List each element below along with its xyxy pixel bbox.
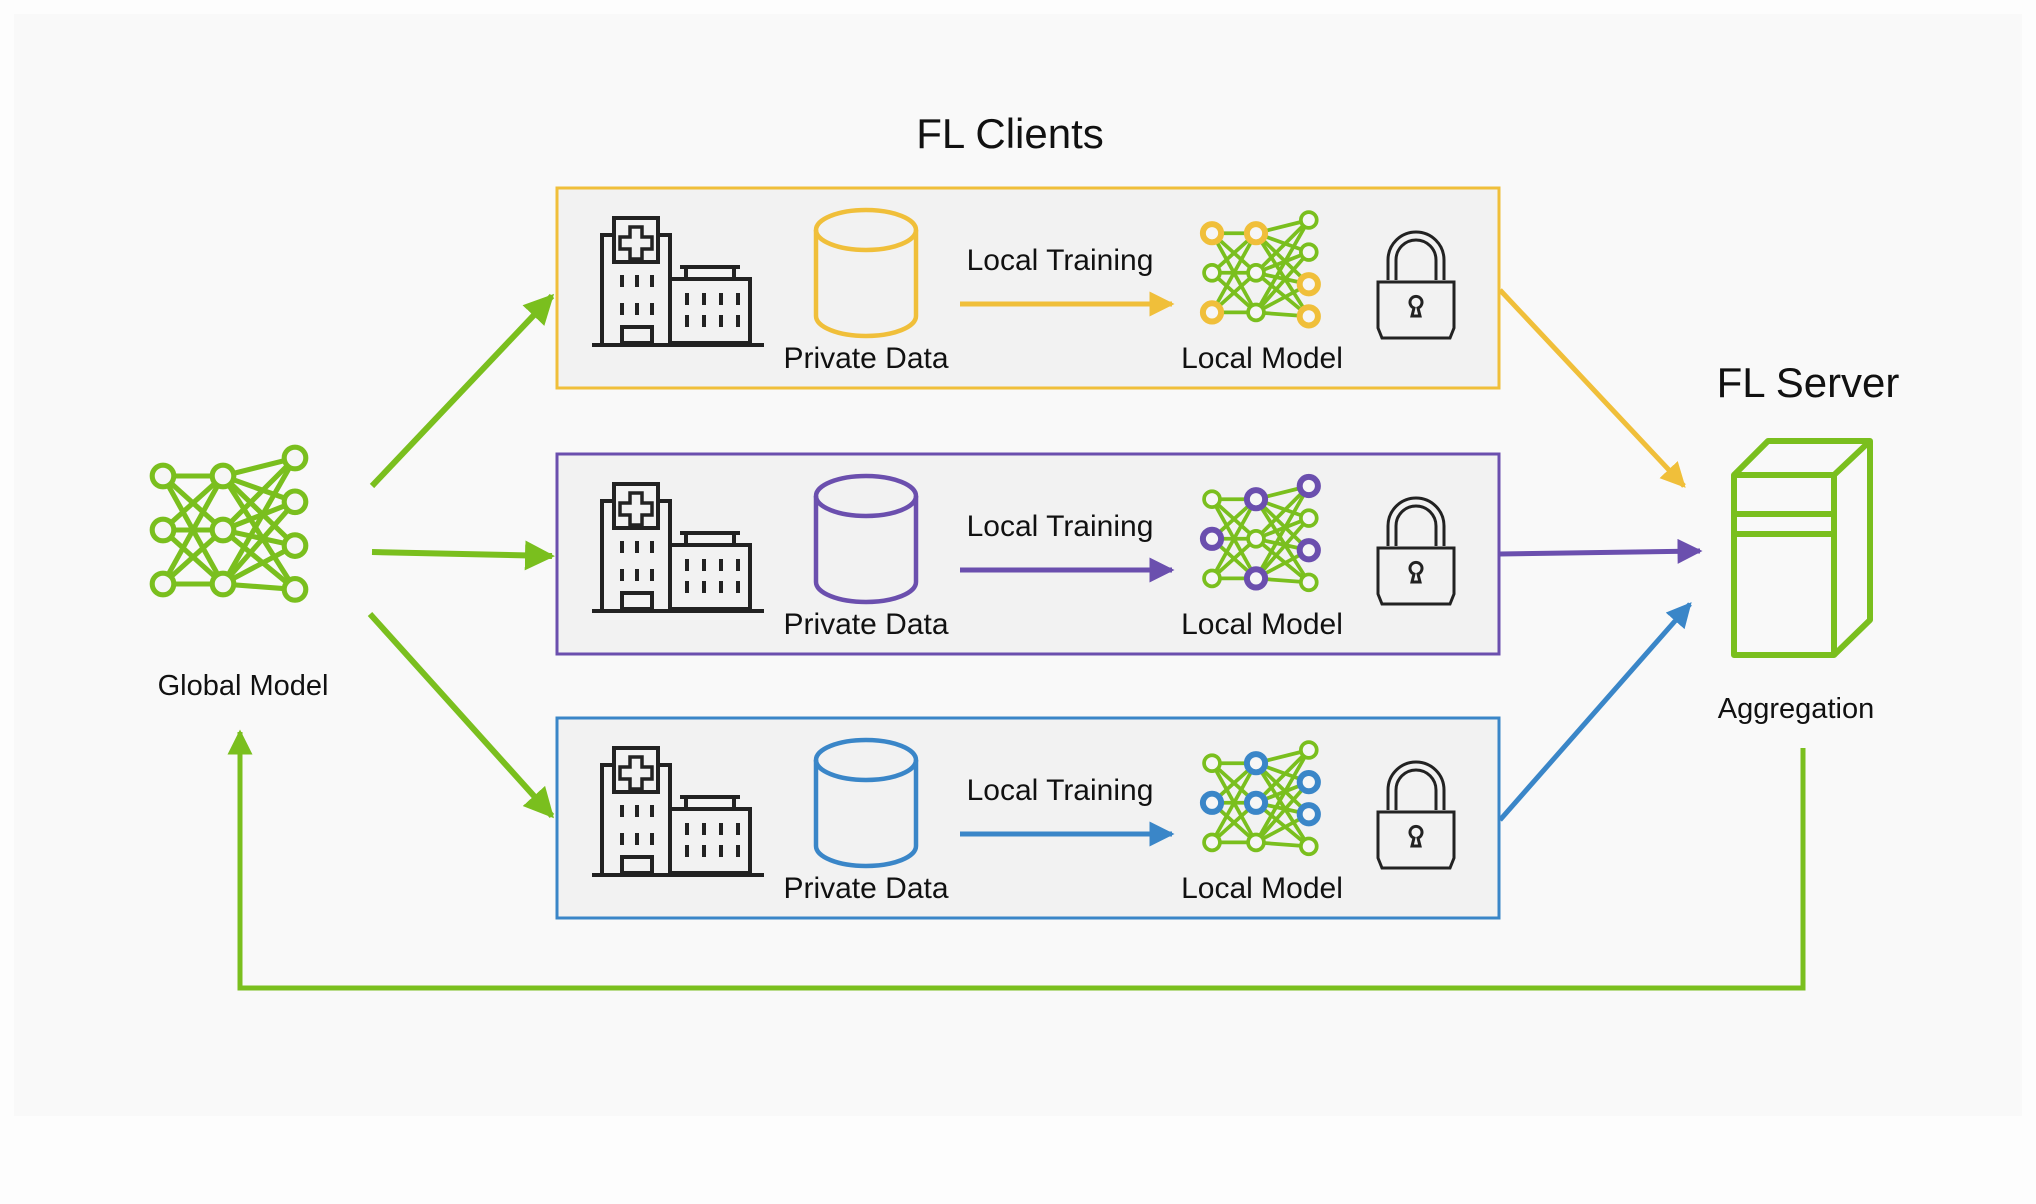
local-training-label: Local Training [967,244,1154,277]
distribute-arrow-client-2 [371,540,555,571]
network-node [1243,566,1269,591]
network-node [1202,568,1222,589]
database-icon [813,473,919,605]
network-node [1296,802,1321,827]
local-model-icon [1199,210,1321,329]
network-node [1199,221,1225,246]
local-model-icon [1199,473,1321,593]
network-node [281,576,309,603]
network-node [209,462,237,490]
client-box-frame [555,452,1501,656]
network-node [1199,790,1225,815]
private-data-label: Private Data [783,342,948,375]
network-node [1202,753,1222,773]
network-node [1296,304,1321,329]
network-node [281,532,309,559]
upload-arrow-client-1 [1498,288,1686,488]
network-node [1299,572,1319,593]
local-training-label: Local Training [967,774,1154,807]
network-node [1299,740,1319,760]
network-node [1299,836,1319,857]
database-icon [813,737,919,869]
network-node [1246,263,1266,283]
network-node [149,462,177,490]
network-node [1243,487,1269,512]
network-node [209,516,237,544]
local-model-label: Local Model [1181,608,1343,641]
network-node [1243,221,1269,246]
private-data-label: Private Data [783,872,948,905]
network-node [1299,210,1319,230]
global-network [149,444,309,603]
network-node [1199,526,1225,551]
network-node [1202,263,1222,283]
lock-icon [1376,496,1456,606]
lock-icon [1376,230,1456,340]
upload-arrow-client-2 [1499,538,1703,564]
hospital-icon [592,482,764,613]
aggregation-label: Aggregation [1718,693,1874,725]
fl-server-title: FL Server [1717,359,1900,406]
network-node [1202,832,1222,853]
network-node [1296,473,1321,499]
network-node [1299,242,1319,262]
distribute-arrow-client-3 [367,611,555,819]
network-node [149,570,177,598]
network-node [1296,770,1321,795]
fl-clients-title: FL Clients [916,110,1104,157]
server-icon [1731,438,1873,658]
network-node [1246,529,1266,549]
database-icon [813,207,919,339]
network-node [281,444,309,472]
private-data-label: Private Data [783,608,948,641]
global-model-icon [149,444,309,603]
upload-arrow-client-3 [1498,602,1692,822]
distribute-arrow-client-1 [369,293,555,489]
network-node [209,570,237,598]
network-node [149,516,177,544]
network-node [1299,508,1319,528]
hospital-icon [592,216,764,347]
network-node [1243,790,1269,815]
lock-icon [1376,760,1456,870]
local-model-label: Local Model [1181,872,1343,905]
local-model-icon [1199,740,1321,857]
client-box-frame [555,186,1501,390]
client-box-frame [555,716,1501,920]
network-node [1246,302,1266,323]
global-model-label: Global Model [158,670,329,702]
network-node [1243,751,1269,776]
network-node [1246,832,1266,853]
network-node [1296,538,1321,563]
network-node [1296,272,1321,297]
local-training-label: Local Training [967,510,1154,543]
network-node [281,488,309,516]
network-node [1199,300,1225,325]
feedback-arrow [227,729,1806,991]
hospital-icon [592,746,764,877]
local-model-label: Local Model [1181,342,1343,375]
network-node [1202,489,1222,509]
